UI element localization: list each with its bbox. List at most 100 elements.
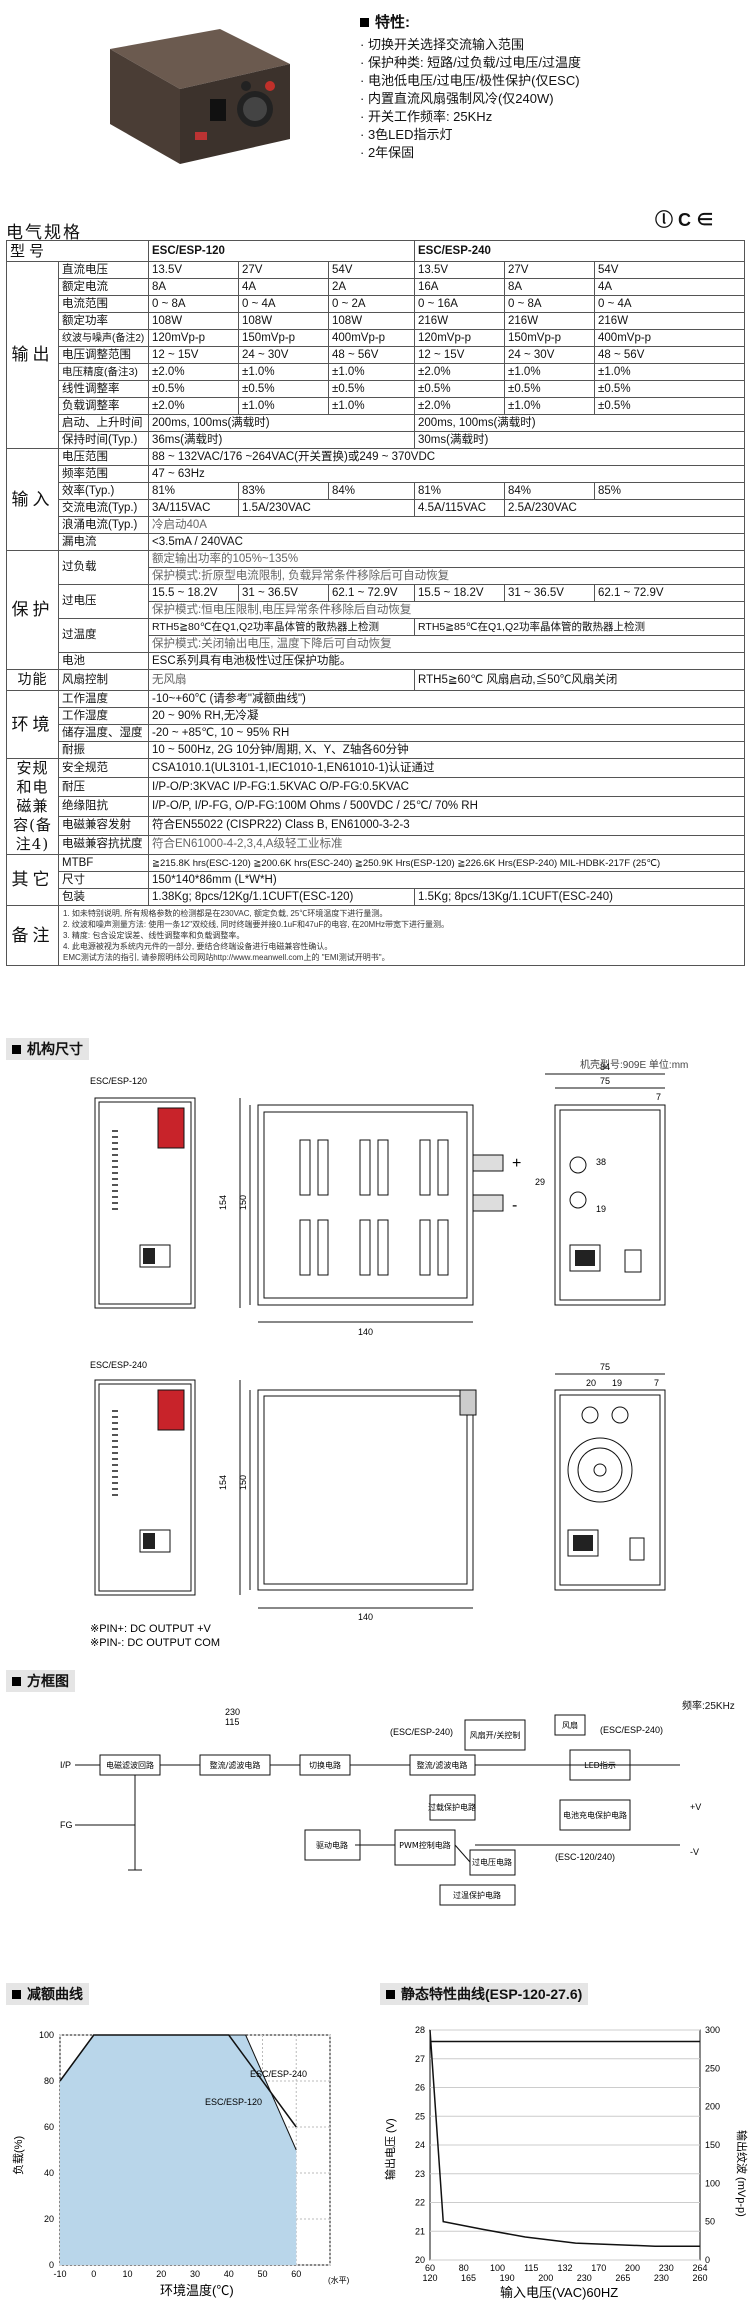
cell: I/P-O/P, I/P-FG, O/P-FG:100M Ohms / 500V… (148, 796, 746, 817)
derating-xlabel: 环境温度(℃) (160, 2283, 234, 2298)
static-series (429, 2029, 700, 2247)
rect-filter-box: 整流/滤波电路 (210, 1760, 261, 1770)
static-ytick: 27 (415, 2054, 425, 2064)
olp-box: 过载保护电路 (428, 1802, 476, 1812)
v115: 115 (225, 1717, 239, 1727)
row-label: 绝缘阻抗 (57, 796, 150, 817)
row-label: 额定功率 (57, 312, 150, 330)
derating-ylabel: 负载(%) (11, 2136, 25, 2175)
cell: 4A (594, 278, 746, 296)
static-xtick: 170 (591, 2263, 606, 2273)
cell: ESC系列具有电池极性\过压保护功能。 (148, 652, 746, 670)
notes-cell: 1. 如未特别说明, 所有规格参数的检测都是在230VAC, 额定负载, 25℃… (57, 905, 746, 966)
cell: 24 ~ 30V (238, 346, 330, 364)
table-row: 耐振 10 ~ 500Hz, 2G 10分钟/周期, X、Y、Z轴各60分钟 (7, 741, 746, 759)
cell: 81% (148, 482, 240, 500)
section-output: 输出 (6, 261, 59, 449)
table-row: 过电压 15.5 ~ 18.2V 31 ~ 36.5V 62.1 ~ 72.9V… (7, 584, 746, 619)
note-line: 2. 纹波和噪声测量方法: 使用一条12"双绞线, 同时终端要并接0.1uF和4… (63, 920, 449, 929)
table-row: 工作湿度 20 ~ 90% RH,无冷凝 (7, 707, 746, 725)
cell: 150mVp-p (238, 329, 330, 347)
block-freq: 频率:25KHz (682, 1701, 735, 1712)
top-view-120: + - 154 150 140 (218, 1098, 521, 1337)
feature-item: 电池低电压/过电压/极性保护(仅ESC) (360, 72, 581, 90)
dim-154-b: 154 (218, 1475, 228, 1490)
cell: 120mVp-p (148, 329, 240, 347)
cell: 13.5V (148, 261, 240, 279)
table-row: 包装 1.38Kg; 8pcs/12Kg/1.1CUFT(ESC-120) 1.… (7, 888, 746, 906)
static-xtick2: 260 (692, 2273, 707, 2283)
label-240: ESC/ESP-240 (90, 1360, 147, 1370)
row-label: 负载调整率 (57, 397, 150, 415)
cell: 30ms(满载时) (414, 431, 746, 449)
cell: 108W (148, 312, 240, 330)
derating-series (59, 2034, 297, 2265)
cell: 62.1 ~ 72.9V (328, 584, 416, 602)
table-row: 过温度 RTH5≧80℃在Q1,Q2功率晶体管的散热器上检测 RTH5≧85℃在… (7, 618, 746, 653)
cell: ±0.5% (594, 380, 746, 398)
esc120-label: (ESC-120/240) (555, 1852, 615, 1862)
cell: 400mVp-p (328, 329, 416, 347)
note-line: 1. 如未特别说明, 所有规格参数的检测都是在230VAC, 额定负载, 25℃… (63, 909, 388, 918)
table-row: 电磁兼容抗扰度 符合EN61000-4-2,3,4,A级轻工业标准 (7, 834, 746, 856)
row-label: 电压精度(备注3) (57, 363, 150, 381)
derating-xtick: 10 (122, 2269, 132, 2279)
dim-7-b: 7 (654, 1378, 659, 1388)
plusv: +V (690, 1802, 701, 1812)
static-ytick: 28 (415, 2025, 425, 2035)
row-label: 直流电压 (57, 261, 150, 279)
cell: 150mVp-p (504, 329, 596, 347)
cell: 符合EN55022 (CISPR22) Class B, EN61000-3-2… (148, 815, 746, 836)
feature-item: 开关工作频率: 25KHz (360, 108, 581, 126)
derating-ytick: 0 (49, 2260, 54, 2270)
label-120: ESC/ESP-120 (90, 1076, 147, 1086)
cell: 保护模式:关闭输出电压, 温度下降后可自动恢复 (148, 635, 746, 653)
row-label: 工作温度 (57, 690, 150, 708)
table-row: 安规和电磁兼容(备注4) 安全规范 CSA1010.1(UL3101-1,IEC… (6, 757, 746, 855)
ovp-box: 过电压电路 (472, 1857, 512, 1867)
cell: ±1.0% (238, 397, 330, 415)
static-ytick: 23 (415, 2169, 425, 2179)
spec-table: 型号 ESC/ESP-120 ESC/ESP-240 输出 直流电压 13.5V… (5, 240, 746, 966)
feature-item: 保护种类: 短路/过负载/过电压/过温度 (360, 54, 581, 72)
static-yrtick: 300 (705, 2025, 720, 2035)
row-label: 耐压 (57, 777, 150, 798)
row-label: 尺寸 (57, 871, 150, 889)
cell: 无风扇 (148, 669, 416, 691)
dim-154: 154 (218, 1195, 228, 1210)
static-ytick: 20 (415, 2255, 425, 2265)
model-240: ESC/ESP-240 (414, 240, 746, 262)
cell: 47 ~ 63Hz (148, 465, 746, 483)
cell: 84% (504, 482, 596, 500)
cell: ±1.0% (504, 363, 596, 381)
spec-title: 电气规格 (6, 223, 82, 243)
cell: ±0.5% (238, 380, 330, 398)
table-row: 输入 电压范围 88 ~ 132VAC/176 ~264VAC(开关置换)或24… (6, 448, 746, 551)
cell: 8A (148, 278, 240, 296)
static-yrtick: 250 (705, 2063, 720, 2073)
mechanical-drawing: ESC/ESP-120 + - 154 150 140 (90, 1062, 666, 1649)
table-row: 其它 MTBF ≧215.8K hrs(ESC-120) ≧200.6K hrs… (6, 854, 746, 906)
cell: ±0.5% (414, 380, 506, 398)
row-label: 效率(Typ.) (57, 482, 150, 500)
cell: 0 ~ 16A (414, 295, 506, 313)
derating-xtick: 20 (156, 2269, 166, 2279)
front-view-240 (94, 1379, 196, 1596)
table-row: 绝缘阻抗 I/P-O/P, I/P-FG, O/P-FG:100M Ohms /… (7, 796, 746, 817)
cell: 54V (594, 261, 746, 279)
static-yrtick: 150 (705, 2140, 720, 2150)
pin-minus: ※PIN-: DC OUTPUT COM (90, 1637, 220, 1649)
fan-box: 风扇 (562, 1720, 578, 1730)
row-label: 频率范围 (57, 465, 150, 483)
feature-item: 2年保固 (360, 144, 581, 162)
static-ytick: 22 (415, 2198, 425, 2208)
pin-plus: ※PIN+: DC OUTPUT +V (90, 1623, 212, 1635)
dim-75: 75 (600, 1076, 610, 1086)
cell: ±0.5% (328, 380, 416, 398)
table-row: 启动、上升时间 200ms, 100ms(满载时) 200ms, 100ms(满… (7, 414, 746, 432)
cell: 4.5A/115VAC (414, 499, 506, 517)
table-row: 输出 直流电压 13.5V 27V 54V 13.5V 27V 54V (6, 261, 746, 449)
table-row: 功能 风扇控制 无风扇 RTH5≧60℃ 风扇启动,≦50℃风扇关闭 (6, 669, 746, 691)
derating-line-1 (59, 2034, 297, 2151)
front-view-120 (94, 1097, 196, 1309)
